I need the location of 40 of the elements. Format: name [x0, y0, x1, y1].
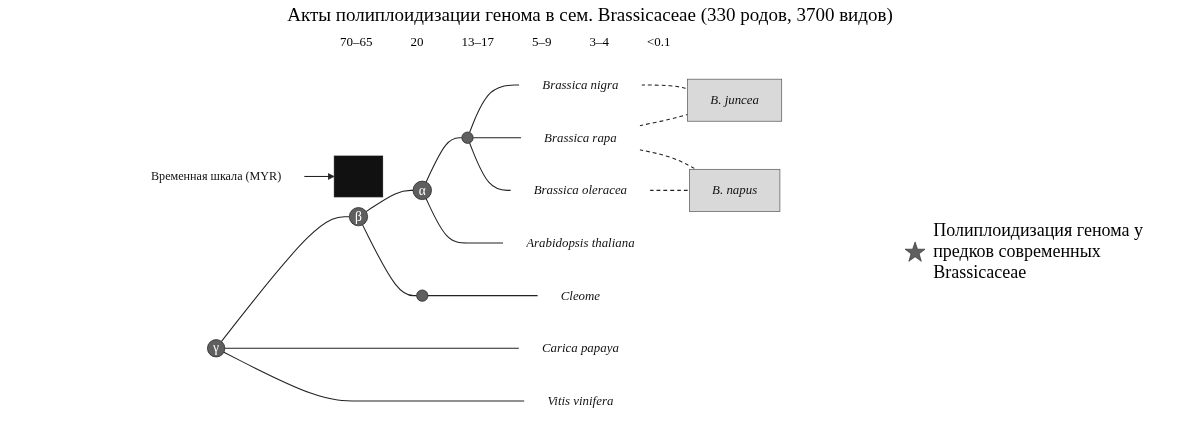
- legend-text: Полиплоидизация генома у предков современных Brassicaceae: [933, 220, 1144, 283]
- node-bar: [333, 155, 384, 198]
- arrow: [303, 173, 335, 180]
- node-circle: γ: [207, 339, 226, 358]
- node-star: [416, 289, 429, 302]
- connector: [224, 347, 520, 349]
- node-box: B. napus: [689, 168, 781, 212]
- time-value: 3–4: [589, 34, 609, 50]
- diagram-title: Акты полиплоидизации генома в сем. Brassicaceae (330 родов, 3700 видов): [286, 4, 894, 26]
- connector: [469, 142, 512, 191]
- connector: [220, 216, 350, 342]
- node-star: [461, 131, 474, 144]
- connector: [640, 84, 689, 90]
- node-circle: β: [348, 207, 368, 227]
- connector: [649, 189, 690, 191]
- node-text: Vitis vinifera: [547, 393, 614, 408]
- connector: [425, 198, 504, 244]
- connector: [638, 113, 689, 127]
- time-value: 70–65: [340, 34, 373, 50]
- connector: [469, 84, 521, 133]
- connector: [365, 189, 414, 213]
- node-text: Временная шкала (MYR): [151, 169, 282, 183]
- node-text: Arabidopsis thaliana: [526, 235, 635, 251]
- time-value: 20: [410, 34, 424, 50]
- node-circle: α: [412, 180, 432, 200]
- connector: [425, 137, 463, 183]
- connector: [427, 295, 539, 297]
- time-value: <0.1: [647, 34, 671, 50]
- node-text: Carica papaya: [541, 340, 619, 356]
- node-box: B. juncea: [687, 78, 783, 122]
- node-text: Cleome: [560, 288, 601, 303]
- node-text: Brassica oleracea: [533, 182, 628, 198]
- node-text: Brassica rapa: [544, 130, 617, 145]
- time-value: 13–17: [461, 34, 494, 50]
- time-value: 5–9: [532, 34, 552, 50]
- connector: [223, 351, 526, 402]
- connector: [472, 137, 522, 139]
- connector: [362, 224, 418, 297]
- connector: [638, 149, 697, 170]
- node-text: Brassica nigra: [542, 77, 619, 93]
